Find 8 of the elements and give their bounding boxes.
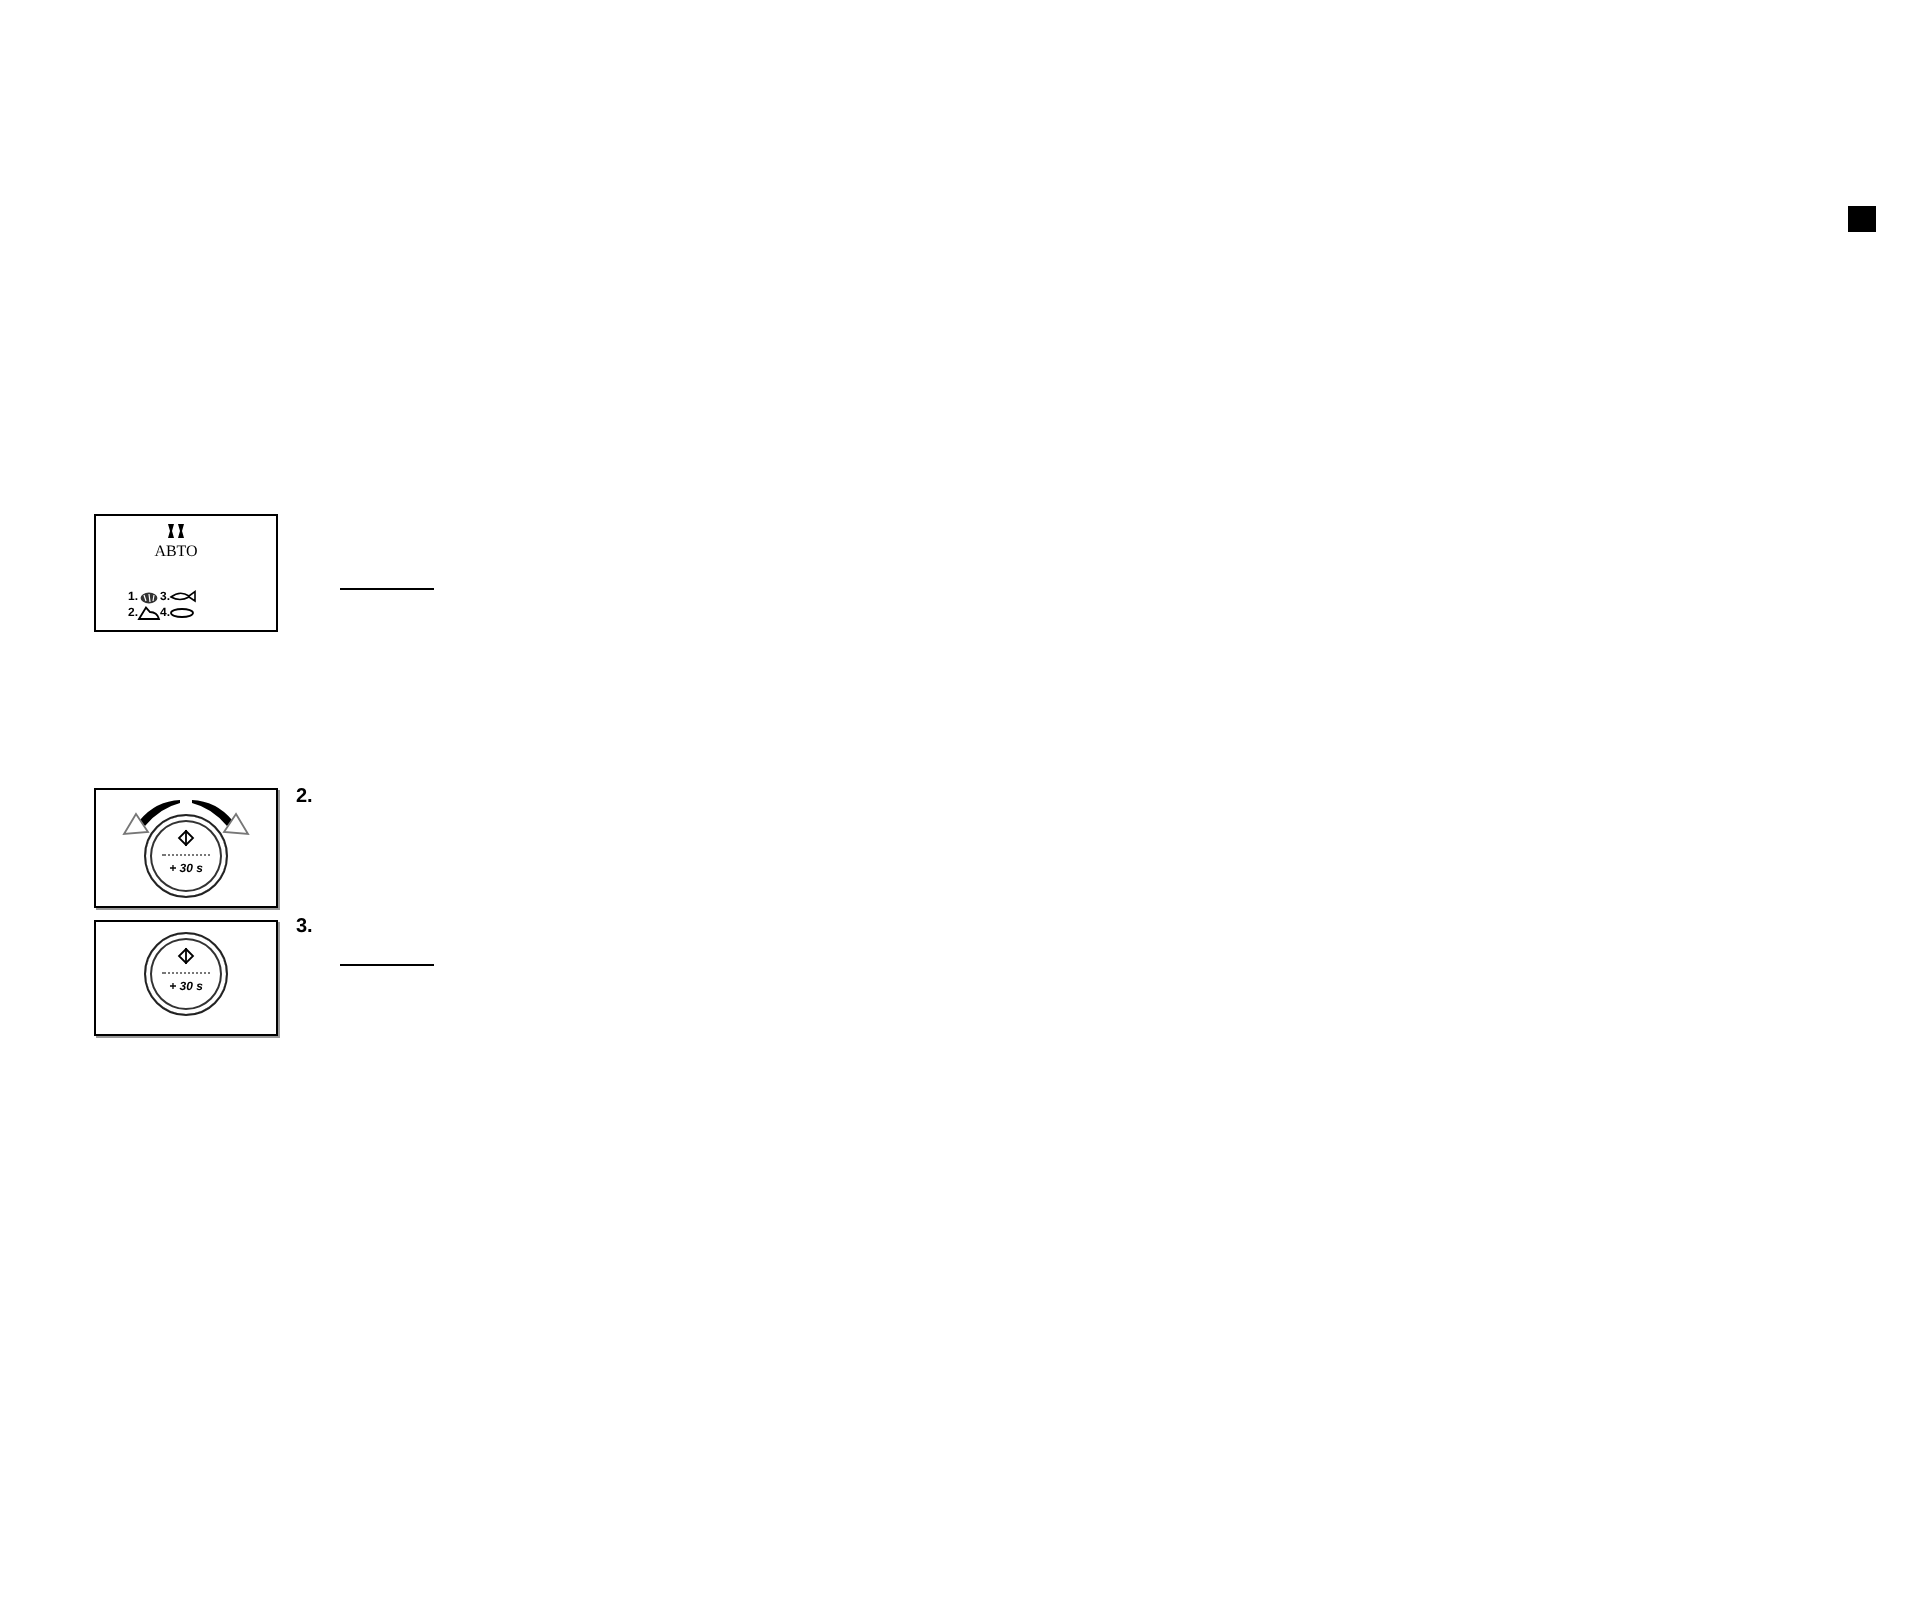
dial-button <box>144 932 228 1016</box>
illustration-panel <box>94 920 278 1036</box>
illustration-panel <box>94 788 278 908</box>
step-number: 3. <box>296 918 313 938</box>
step-number: 2. <box>296 788 313 808</box>
dial-button <box>144 814 228 898</box>
mode-label: АВТО <box>154 544 198 560</box>
display-panel <box>94 514 278 632</box>
